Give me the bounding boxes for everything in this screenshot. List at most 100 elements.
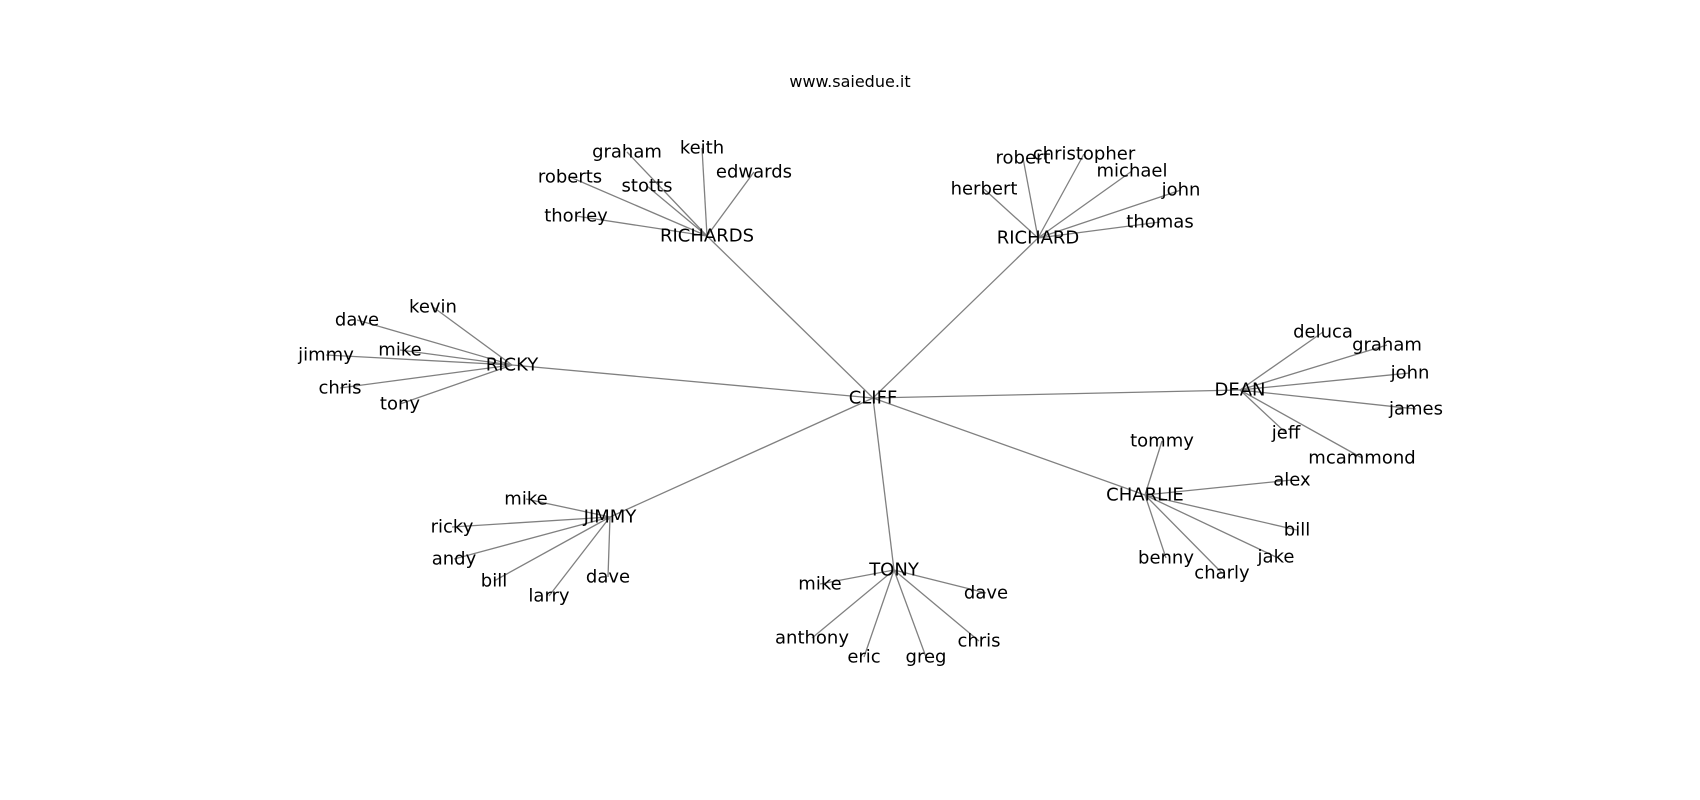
node-richard-thomas: thomas xyxy=(1126,212,1193,233)
edge-charlie-charlie-benny xyxy=(1144,494,1167,559)
edge-charlie-charlie-alex xyxy=(1144,479,1293,496)
node-ricky-jimmy: jimmy xyxy=(297,345,354,366)
edge-richards-richards-stotts xyxy=(646,185,708,237)
edge-ricky-ricky-kevin xyxy=(432,306,513,366)
node-tony-anthony: anthony xyxy=(775,628,849,649)
node-jimmy-ricky: ricky xyxy=(431,517,474,538)
edge-ricky-ricky-tony xyxy=(399,364,513,405)
edge-richard-richard-john xyxy=(1037,189,1182,239)
edge-richard-richard-thomas xyxy=(1037,221,1161,239)
edge-jimmy-jimmy-andy xyxy=(453,516,611,560)
edge-dean-dean-graham xyxy=(1239,344,1388,391)
node-dean-jeff: jeff xyxy=(1271,423,1301,444)
edge-richard-richard-herbert xyxy=(983,188,1039,239)
node-richard-robert: robert xyxy=(996,148,1051,169)
node-richards-edwards: edwards xyxy=(716,162,792,183)
edge-cliff-richards xyxy=(706,235,874,399)
node-charlie-jake: jake xyxy=(1257,547,1295,568)
node-tony-greg: greg xyxy=(906,647,947,668)
node-dean-mcammond: mcammond xyxy=(1308,448,1415,469)
node-richards-stotts: stotts xyxy=(622,176,673,197)
edge-ricky-ricky-jimmy xyxy=(325,354,513,366)
edge-dean-dean-jeff xyxy=(1239,389,1287,434)
node-richards: RICHARDS xyxy=(660,226,754,247)
edges-layer xyxy=(325,147,1417,658)
edge-cliff-richard xyxy=(872,237,1039,399)
edge-richard-richard-christopher xyxy=(1037,153,1085,239)
node-charlie: CHARLIE xyxy=(1106,485,1184,506)
node-tony-eric: eric xyxy=(847,647,880,668)
edge-tony-tony-dave xyxy=(893,569,987,594)
node-dean-john: john xyxy=(1390,363,1430,384)
node-richard: RICHARD xyxy=(997,228,1080,249)
node-tony-chris: chris xyxy=(957,631,1000,652)
edge-ricky-ricky-mike xyxy=(399,349,513,366)
edge-richards-richards-edwards xyxy=(706,171,755,237)
edge-cliff-charlie xyxy=(872,397,1146,496)
edge-jimmy-jimmy-ricky xyxy=(451,516,611,528)
node-dean-james: james xyxy=(1388,399,1443,420)
page-title: www.saiedue.it xyxy=(789,72,911,91)
edge-cliff-jimmy xyxy=(609,397,874,518)
node-ricky-mike: mike xyxy=(378,340,421,361)
node-jimmy-bill: bill xyxy=(481,571,507,592)
edge-dean-dean-john xyxy=(1239,372,1411,391)
edge-tony-tony-mike xyxy=(819,569,895,585)
edge-jimmy-jimmy-dave xyxy=(607,516,611,578)
edge-tony-tony-greg xyxy=(893,569,927,658)
node-richards-roberts: roberts xyxy=(538,167,602,188)
node-charlie-benny: benny xyxy=(1138,548,1194,569)
node-richard-michael: michael xyxy=(1097,161,1168,182)
edge-cliff-dean xyxy=(872,389,1241,399)
edge-cliff-ricky xyxy=(511,364,874,399)
edge-tony-tony-anthony xyxy=(811,569,895,639)
node-jimmy-dave: dave xyxy=(586,567,630,588)
node-tony: TONY xyxy=(868,560,920,581)
node-ricky-dave: dave xyxy=(335,310,379,331)
edge-richards-richards-keith xyxy=(701,147,708,237)
edge-richards-richards-thorley xyxy=(575,215,708,237)
edge-dean-dean-james xyxy=(1239,389,1417,410)
node-jimmy-andy: andy xyxy=(432,549,477,570)
edge-charlie-charlie-jake xyxy=(1144,494,1277,558)
node-jimmy: JIMMY xyxy=(583,507,638,528)
node-charlie-charly: charly xyxy=(1194,563,1250,584)
edge-dean-dean-deluca xyxy=(1239,331,1324,391)
edge-richards-richards-roberts xyxy=(569,176,708,237)
node-charlie-tommy: tommy xyxy=(1130,431,1194,452)
edge-jimmy-jimmy-mike xyxy=(525,498,611,518)
edge-charlie-charlie-charly xyxy=(1144,494,1223,574)
edge-tony-tony-chris xyxy=(893,569,980,642)
node-richards-thorley: thorley xyxy=(544,206,608,227)
node-jimmy-larry: larry xyxy=(528,586,570,607)
edge-jimmy-jimmy-bill xyxy=(493,516,611,582)
node-richard-john: john xyxy=(1161,180,1201,201)
edge-dean-dean-mcammond xyxy=(1239,389,1363,459)
edge-richard-richard-robert xyxy=(1022,157,1039,239)
node-charlie-alex: alex xyxy=(1273,470,1311,491)
node-tony-mike: mike xyxy=(798,574,841,595)
node-ricky-chris: chris xyxy=(318,378,361,399)
edge-cliff-tony xyxy=(872,397,895,571)
node-ricky: RICKY xyxy=(486,355,540,376)
edge-richard-richard-michael xyxy=(1037,170,1133,239)
node-richards-graham: graham xyxy=(592,142,662,163)
edge-jimmy-jimmy-larry xyxy=(548,516,611,597)
edge-tony-tony-eric xyxy=(863,569,895,658)
node-dean-graham: graham xyxy=(1352,335,1422,356)
node-richard-herbert: herbert xyxy=(951,179,1018,200)
node-ricky-tony: tony xyxy=(380,394,420,415)
edge-charlie-charlie-tommy xyxy=(1144,440,1163,496)
node-tony-dave: dave xyxy=(964,583,1008,604)
node-richard-christopher: christopher xyxy=(1033,144,1136,165)
node-cliff: CLIFF xyxy=(849,388,898,409)
node-charlie-bill: bill xyxy=(1284,520,1310,541)
node-richards-keith: keith xyxy=(680,138,724,159)
edge-ricky-ricky-chris xyxy=(339,364,513,389)
node-dean: DEAN xyxy=(1214,380,1265,401)
labels-layer: CLIFF RICHARDS RICHARD RICKY DEAN CHARLIE TONY… xyxy=(297,138,1443,668)
edge-charlie-charlie-bill xyxy=(1144,494,1298,531)
edge-ricky-ricky-dave xyxy=(356,319,513,366)
node-jimmy-mike: mike xyxy=(504,489,547,510)
